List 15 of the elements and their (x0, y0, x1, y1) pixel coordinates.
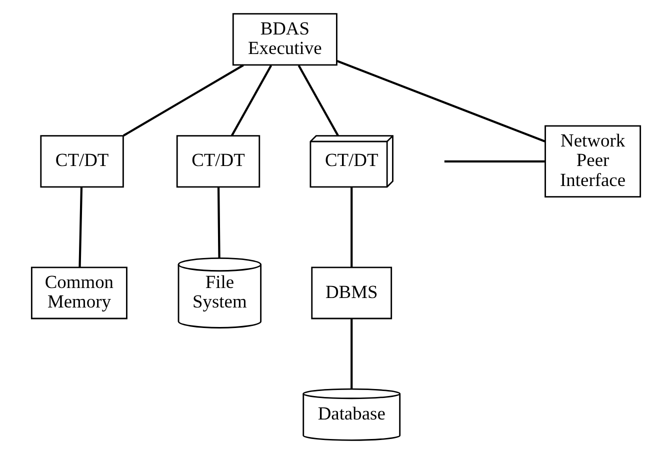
connector (336, 60, 545, 142)
connector (230, 64, 272, 136)
connector (216, 187, 220, 258)
connector (350, 187, 352, 267)
connector (122, 64, 244, 136)
connector (350, 319, 352, 390)
connector (297, 64, 338, 136)
connector (78, 187, 82, 268)
node-box: Network Peer Interface (544, 125, 641, 198)
node-box: CT/DT (40, 135, 124, 188)
node-box: DBMS (310, 266, 392, 320)
node-box: CT/DT (176, 135, 260, 188)
connector (444, 160, 545, 162)
node-box: Common Memory (30, 266, 127, 320)
node-box: BDAS Executive (232, 13, 337, 66)
